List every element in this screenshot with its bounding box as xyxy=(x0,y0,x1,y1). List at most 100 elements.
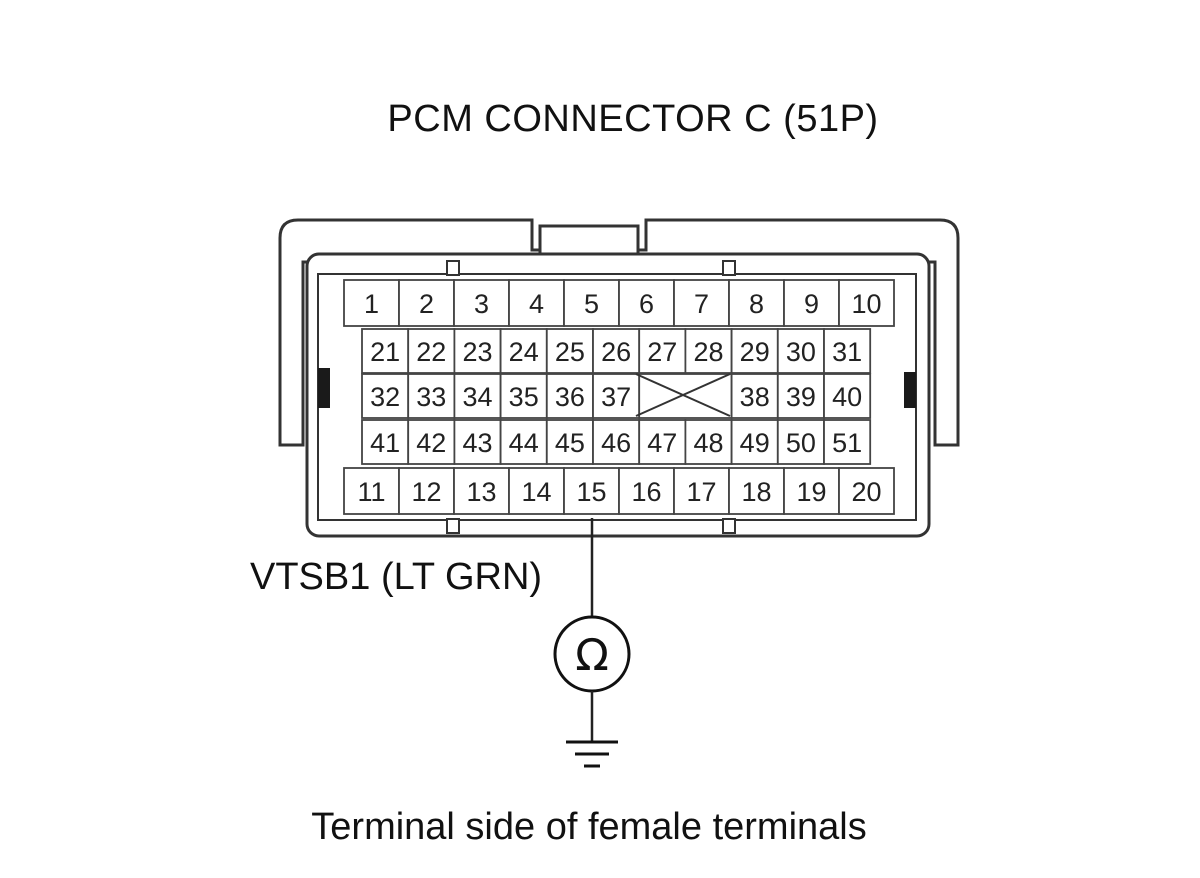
pin-cell-18 xyxy=(728,467,785,515)
pin-label-31: 31 xyxy=(832,337,862,367)
pin-cell-10 xyxy=(838,279,895,327)
pin-cell-41 xyxy=(361,419,410,465)
pin-label-2: 2 xyxy=(419,289,434,319)
pin-label-4: 4 xyxy=(529,289,544,319)
pin-label-48: 48 xyxy=(693,428,723,458)
pin-label-21: 21 xyxy=(370,337,400,367)
pin-cell-50 xyxy=(776,419,825,465)
pin-label-49: 49 xyxy=(740,428,770,458)
pin-label-20: 20 xyxy=(851,477,881,507)
pin-label-24: 24 xyxy=(509,337,539,367)
ground-icon xyxy=(566,740,618,768)
pin-label-14: 14 xyxy=(521,477,551,507)
pin-label-10: 10 xyxy=(851,289,881,319)
pin-cell-4 xyxy=(508,279,565,327)
pin-cell-14 xyxy=(508,467,565,515)
ohm-symbol: Ω xyxy=(575,630,609,681)
pin-cell-16 xyxy=(618,467,675,515)
pin-label-26: 26 xyxy=(601,337,631,367)
blank-cavity-x-icon xyxy=(635,373,731,417)
pin-cell-39 xyxy=(776,373,825,419)
diagram-title: PCM CONNECTOR C (51P) xyxy=(387,98,879,140)
pin-label-34: 34 xyxy=(462,382,492,412)
pin-cell-9 xyxy=(783,279,840,327)
pin-cell-24 xyxy=(499,328,548,374)
pin-label-5: 5 xyxy=(584,289,599,319)
pin-label-11: 11 xyxy=(357,477,385,507)
pin-cell-6 xyxy=(618,279,675,327)
pin-label-27: 27 xyxy=(647,337,677,367)
pin-cell-5 xyxy=(563,279,620,327)
pin-label-9: 9 xyxy=(804,289,819,319)
pin-label-3: 3 xyxy=(474,289,489,319)
pin-label-29: 29 xyxy=(740,337,770,367)
pin-label-37: 37 xyxy=(601,382,631,412)
pin-cell-3 xyxy=(453,279,510,327)
pin-label-25: 25 xyxy=(555,337,585,367)
diagram-caption: Terminal side of female terminals xyxy=(311,806,867,848)
connector-housing-outer xyxy=(278,218,960,447)
pin-cell-31 xyxy=(823,328,872,374)
pin-cell-30 xyxy=(776,328,825,374)
pin-label-7: 7 xyxy=(694,289,709,319)
pin-cell-2 xyxy=(398,279,455,327)
pin-cell-38 xyxy=(730,373,779,419)
side-lock-right xyxy=(904,372,916,408)
side-lock-left xyxy=(318,368,330,408)
pin-cell-37 xyxy=(592,373,641,419)
pin-label-12: 12 xyxy=(411,477,441,507)
pin-cell-42 xyxy=(407,419,456,465)
pin-label-43: 43 xyxy=(462,428,492,458)
pin-label-50: 50 xyxy=(786,428,816,458)
pin-label-33: 33 xyxy=(416,382,446,412)
pin-label-23: 23 xyxy=(462,337,492,367)
ohmmeter-icon: Ω xyxy=(553,615,631,693)
pin-label-44: 44 xyxy=(509,428,539,458)
pin-cell-40 xyxy=(823,373,872,419)
pin-label-16: 16 xyxy=(631,477,661,507)
pin-cell-47 xyxy=(638,419,687,465)
key-tab xyxy=(446,260,460,276)
pin-label-42: 42 xyxy=(416,428,446,458)
pin-label-47: 47 xyxy=(647,428,677,458)
pin-cell-27 xyxy=(638,328,687,374)
key-tab xyxy=(722,518,736,534)
pin-label-13: 13 xyxy=(466,477,496,507)
pin-cell-20 xyxy=(838,467,895,515)
pin-cell-44 xyxy=(499,419,548,465)
pin-cell-1 xyxy=(343,279,400,327)
pin-label-38: 38 xyxy=(740,382,770,412)
pin-label-30: 30 xyxy=(786,337,816,367)
pin-label-8: 8 xyxy=(749,289,764,319)
pin-label-6: 6 xyxy=(639,289,654,319)
pin-label-36: 36 xyxy=(555,382,585,412)
pin-cell-13 xyxy=(453,467,510,515)
pin-cell-26 xyxy=(592,328,641,374)
pin-label-1: 1 xyxy=(364,289,379,319)
wire-label: VTSB1 (LT GRN) xyxy=(250,556,543,598)
pin-label-40: 40 xyxy=(832,382,862,412)
connector-latch xyxy=(538,224,640,258)
pin-label-32: 32 xyxy=(370,382,400,412)
pin-cell-21 xyxy=(361,328,410,374)
pin-cell-35 xyxy=(499,373,548,419)
pin-cell-51 xyxy=(823,419,872,465)
pin-cell-46 xyxy=(592,419,641,465)
pin-label-22: 22 xyxy=(416,337,446,367)
pin-cell-7 xyxy=(673,279,730,327)
pin-label-46: 46 xyxy=(601,428,631,458)
pin-label-15: 15 xyxy=(576,477,606,507)
key-tab xyxy=(722,260,736,276)
pin-cell-33 xyxy=(407,373,456,419)
pin-cell-17 xyxy=(673,467,730,515)
pin-label-51: 51 xyxy=(832,428,862,458)
pin-label-45: 45 xyxy=(555,428,585,458)
pin-label-17: 17 xyxy=(686,477,716,507)
pin-cell-15 xyxy=(563,467,620,515)
key-tab xyxy=(446,518,460,534)
pin-label-18: 18 xyxy=(741,477,771,507)
pin-label-35: 35 xyxy=(509,382,539,412)
pin-label-19: 19 xyxy=(796,477,826,507)
